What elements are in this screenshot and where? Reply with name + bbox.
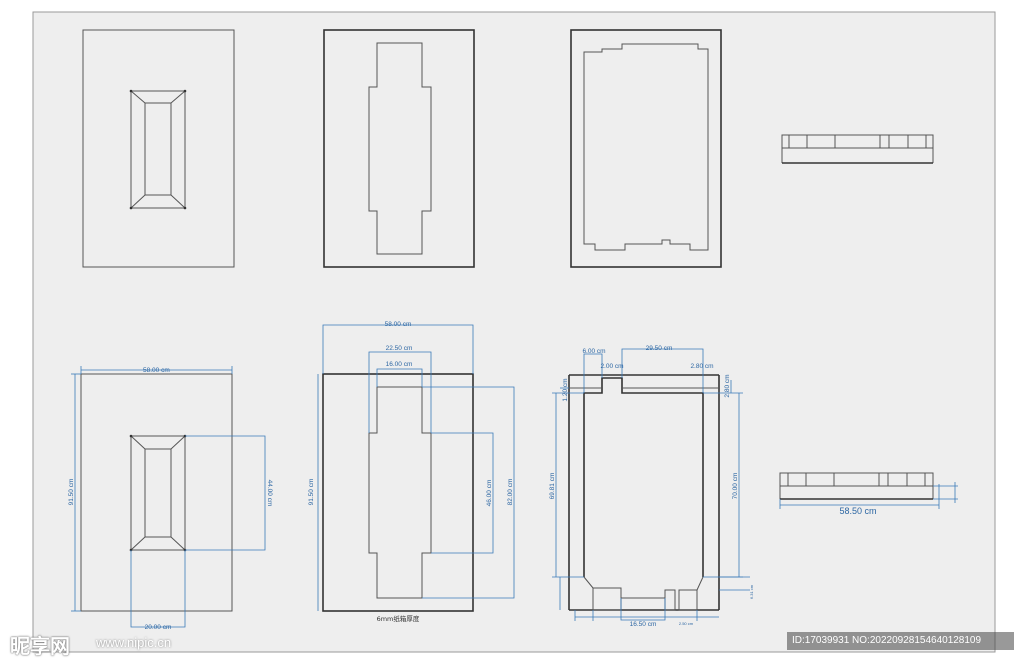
- dim-slot-outer: 22.50 cm: [386, 345, 413, 352]
- dim-bottom-width: 20.00 cm: [145, 624, 172, 631]
- dim-frame-tab: 6.00 cm: [582, 348, 605, 355]
- dim-frame-left-top: 1.20 cm: [562, 378, 569, 401]
- dim-side-length: 58.50 cm: [839, 506, 876, 516]
- slot-panel-dimensioned: [317, 324, 515, 612]
- tray-top-view: [82, 29, 235, 268]
- frame-view: [570, 29, 722, 268]
- dim-slot-inner: 16.00 cm: [386, 361, 413, 368]
- dim-frame-right-height: 70.00 cm: [732, 473, 739, 500]
- side-view: [781, 134, 934, 164]
- thickness-caption: 6mm纸箱厚度: [377, 614, 420, 623]
- watermark-logo: 昵享网: [10, 634, 70, 658]
- id-text: ID:17039931 NO:20220928154640128109: [792, 635, 982, 646]
- dim-outer-height: 91.50 cm: [68, 479, 75, 506]
- side-dimensioned: [779, 472, 958, 509]
- dim-slot-panel-width: 58.00 cm: [385, 321, 412, 328]
- dim-outer-width: 58.00 cm: [143, 367, 170, 374]
- id-bar: ID:17039931 NO:20220928154640128109: [787, 632, 1014, 650]
- frame-dimensioned: [552, 348, 750, 621]
- watermark: 昵享网 www.nipic.cn: [10, 630, 230, 658]
- dim-frame-notch-right: 2.80 cm: [690, 363, 713, 370]
- dim-frame-notch-left: 2.00 cm: [600, 363, 623, 370]
- dim-slot-total: 82.00 cm: [507, 479, 514, 506]
- dim-top-gap: 44.00 cm: [266, 480, 273, 507]
- dim-frame-small-right: 2.50 cm: [679, 621, 694, 626]
- dim-frame-right-top: 2.80 cm: [724, 374, 731, 397]
- dim-frame-small-bottom: 6.31 cm: [749, 584, 754, 599]
- dim-slot-mid: 46.00 cm: [486, 480, 493, 507]
- tray-dimensioned: [71, 366, 266, 628]
- slot-panel-view: [323, 29, 475, 268]
- dim-frame-bottom-span: 16.50 cm: [630, 621, 657, 628]
- dim-slot-panel-height: 91.50 cm: [308, 479, 315, 506]
- dim-frame-left-height: 69.81 cm: [549, 473, 556, 500]
- dim-frame-top-span: 29.50 cm: [646, 345, 673, 352]
- watermark-url: www.nipic.cn: [96, 635, 172, 650]
